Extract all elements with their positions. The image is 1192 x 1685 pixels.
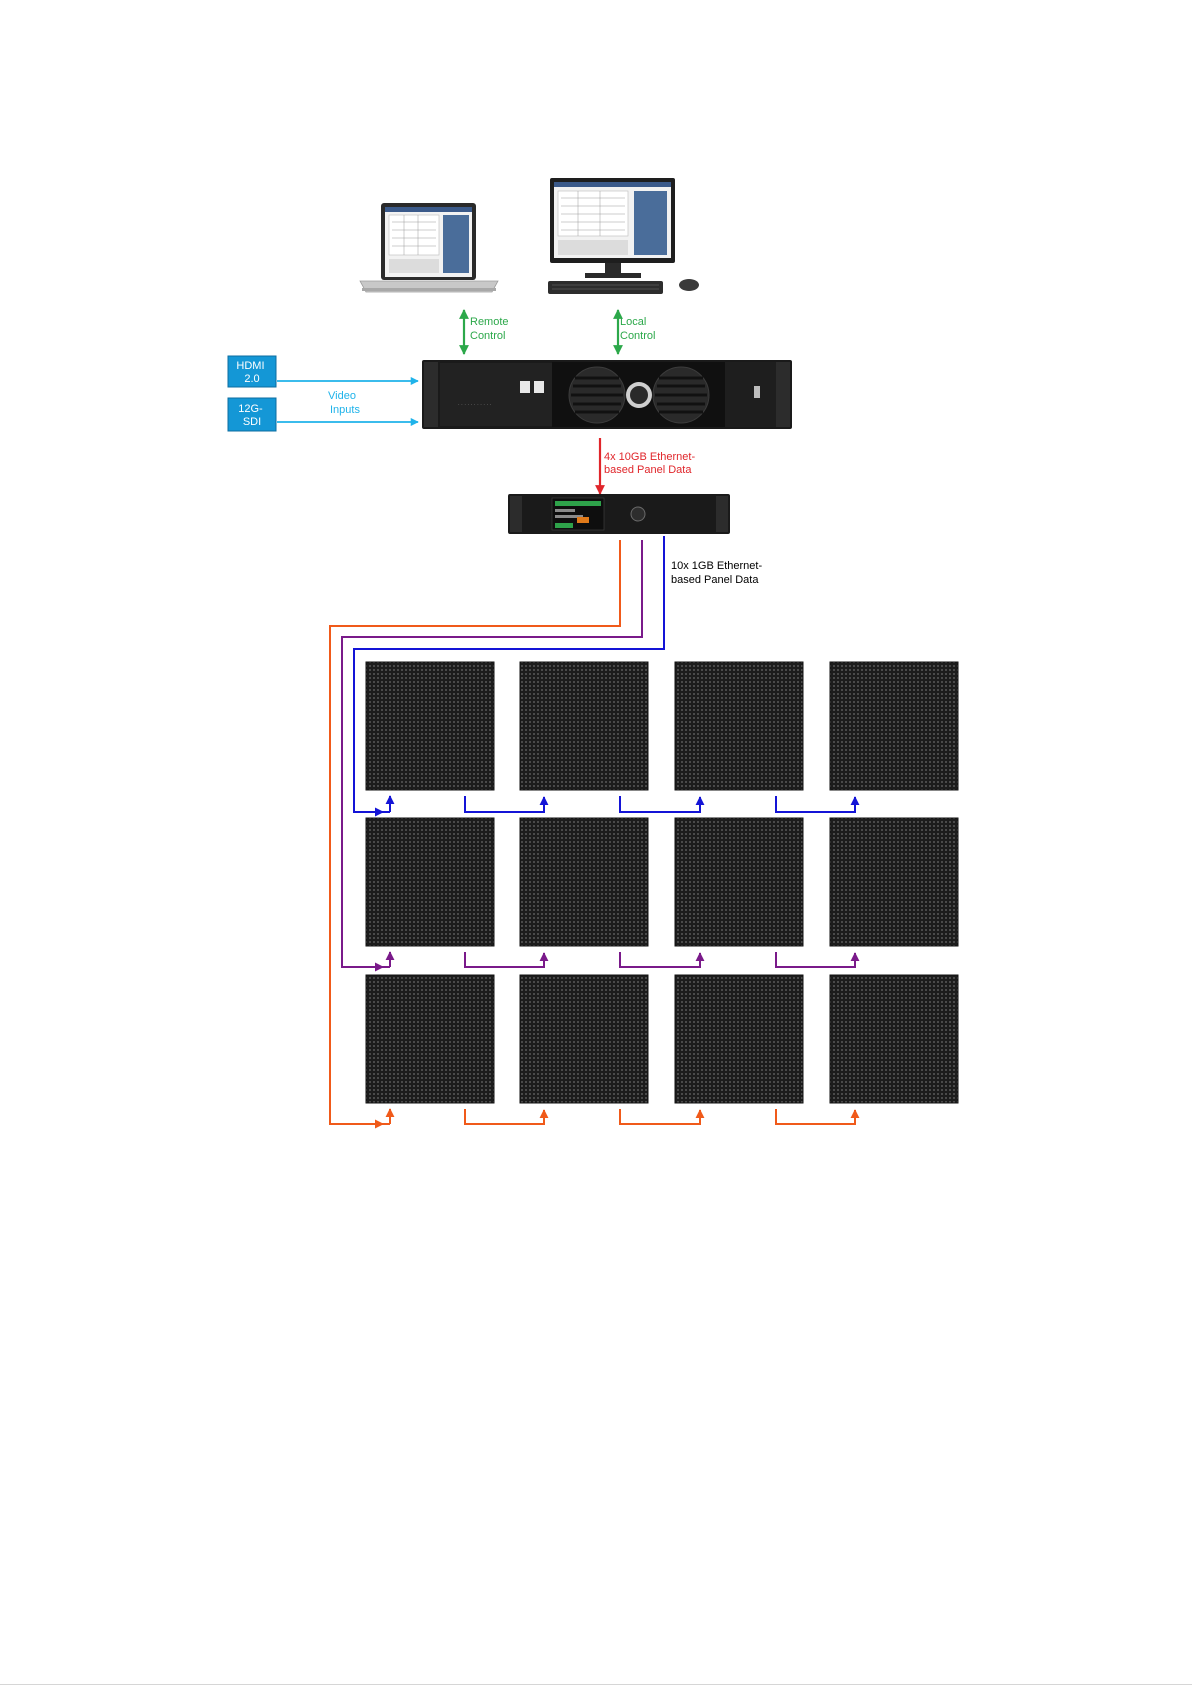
led-panel-r2-c3: [675, 818, 803, 946]
led-panel-r1-c2: [520, 662, 648, 790]
svg-text:· · · · · · · · · · ·: · · · · · · · · · · ·: [458, 402, 492, 408]
row2-chain: [383, 952, 855, 967]
panel-data-10gb-label: 4x 10GB Ethernet- based Panel Data: [604, 451, 698, 476]
led-panel-r1-c3: [675, 662, 803, 790]
video-inputs-label: Video Inputs: [328, 390, 360, 416]
data-distribution-unit-icon: [508, 494, 730, 534]
led-panel-r3-c3: [675, 975, 803, 1103]
video-processor-icon: · · · · · · · · · · ·: [422, 360, 792, 429]
led-panel-r3-c2: [520, 975, 648, 1103]
led-panel-r2-c1: [366, 818, 494, 946]
remote-control-label: Remote Control: [470, 316, 512, 342]
row1-chain: [383, 796, 855, 812]
led-panel-r3-c4: [830, 975, 958, 1103]
hdmi-input-box: HDMI 2.0: [228, 356, 276, 387]
led-panel-r1-c1: [366, 662, 494, 790]
local-control-label: Local Control: [620, 316, 655, 342]
led-wall: [366, 662, 958, 1103]
led-panel-r2-c4: [830, 818, 958, 946]
led-panel-r2-c2: [520, 818, 648, 946]
led-panel-r3-c1: [366, 975, 494, 1103]
panel-data-1gb-label: 10x 1GB Ethernet- based Panel Data: [671, 560, 765, 586]
desktop-monitor-icon: [548, 178, 699, 294]
laptop-icon: [360, 203, 498, 292]
led-panel-r1-c4: [830, 662, 958, 790]
sdi-input-box: 12G- SDI: [228, 398, 276, 431]
row3-chain: [383, 1109, 855, 1124]
